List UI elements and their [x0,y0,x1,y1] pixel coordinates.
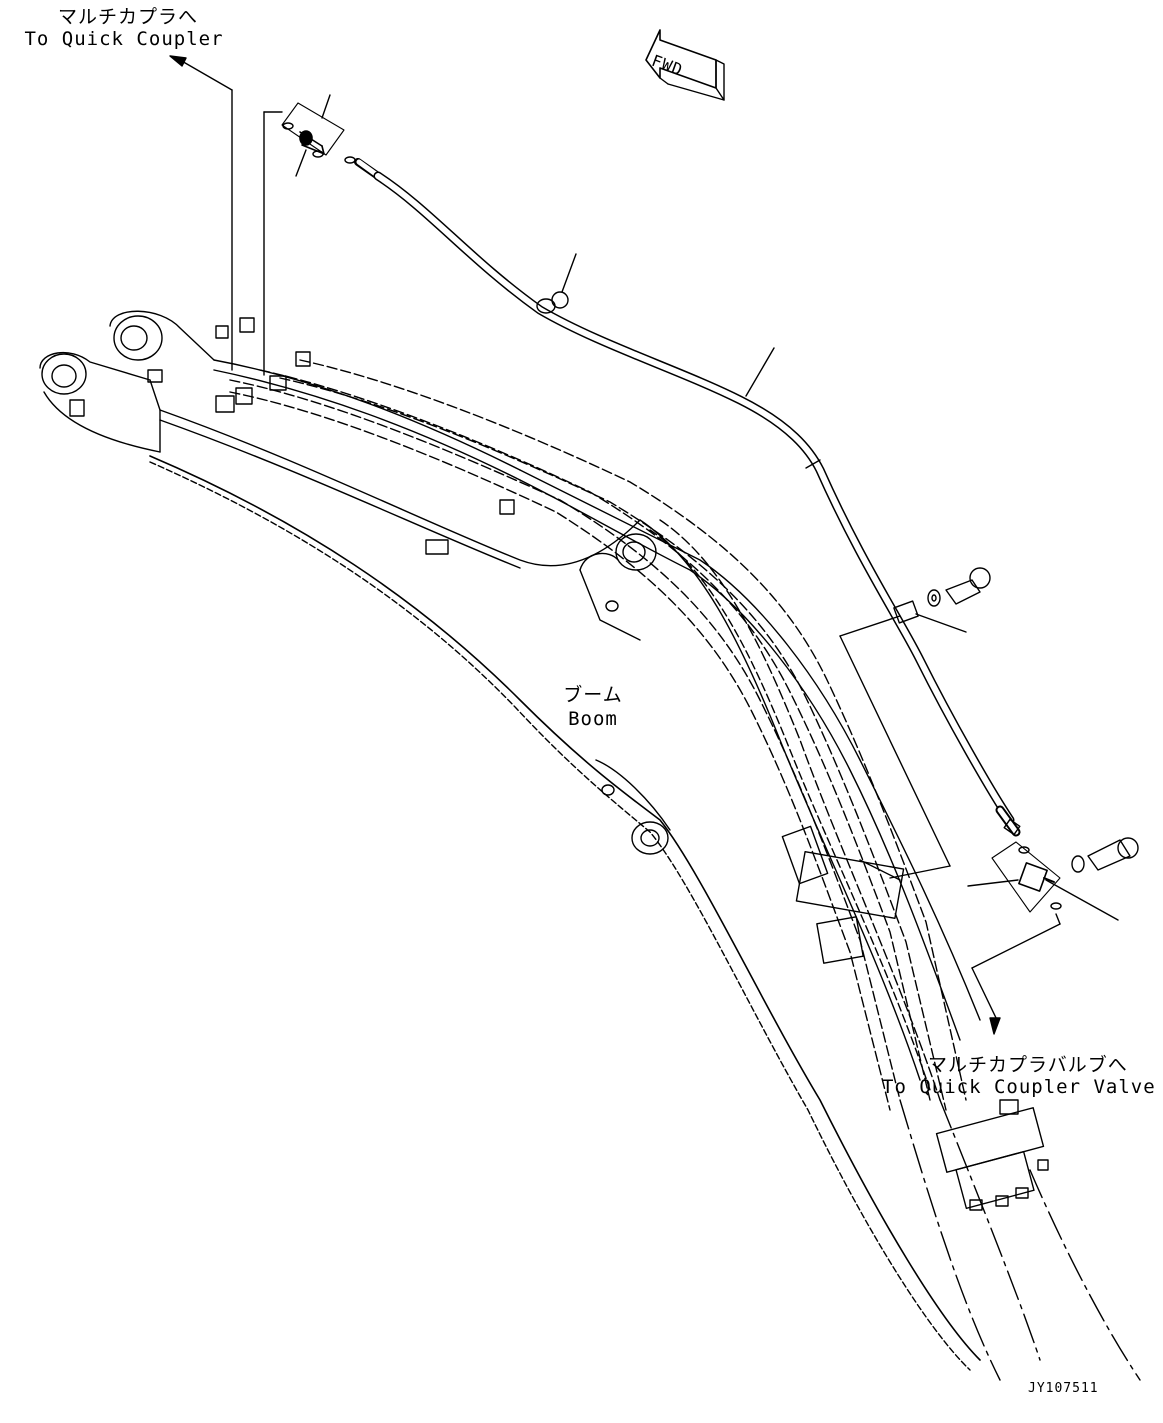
boom-structure [39,310,1141,1381]
fwd-arrow-icon [645,29,725,101]
boom-label-jp: ブーム [563,684,623,706]
drawing-id: JY107511 [1028,1381,1099,1396]
leader-to-quick-coupler [169,55,283,376]
boom-label-en: Boom [568,708,618,730]
quick-coupler-valve-label-en: To Quick Coupler Valve [882,1076,1156,1098]
quick-coupler-valve-label-jp: マルチカプラバルブへ [928,1054,1128,1076]
top-fitting-group [281,94,345,177]
quick-coupler-label-en: To Quick Coupler [24,28,224,50]
hose-assembly [344,156,1021,837]
quick-coupler-label-jp: マルチカプラへ [57,6,198,28]
bottom-fitting-group [839,615,1139,1035]
